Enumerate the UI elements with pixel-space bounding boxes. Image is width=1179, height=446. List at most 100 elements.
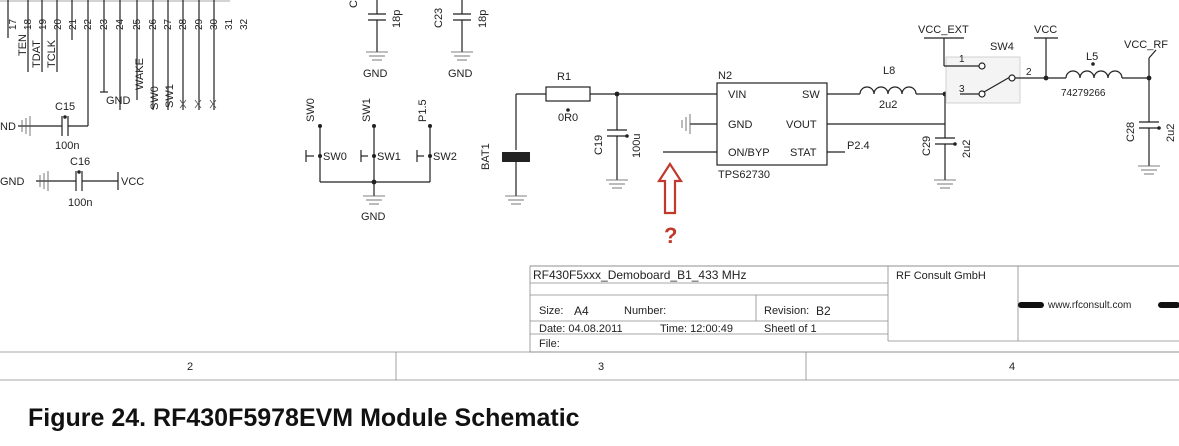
pin-number: 30 — [209, 18, 220, 30]
sw4-pin3: 3 — [959, 84, 965, 95]
pin-onbyp: ON/BYP — [728, 147, 770, 159]
part-number: TPS62730 — [718, 169, 770, 181]
net-label-tclk: TCLK — [46, 39, 58, 68]
c28-ref: C28 — [1125, 122, 1137, 142]
net-label-tdat: TDAT — [31, 40, 43, 68]
net-label-gnd: GND — [0, 176, 25, 188]
net-label-vcc-ext: VCC_EXT — [918, 24, 969, 36]
n2-ref: N2 — [718, 70, 732, 82]
sw4-pin1: 1 — [959, 54, 965, 65]
switch-net-label: P1.5 — [417, 99, 429, 122]
left-decoupling: C15 100n ND C16 100n GND VCC — [0, 101, 144, 209]
pin-number: 27 — [163, 18, 174, 30]
net-label-wake: WAKE — [134, 58, 146, 90]
website: www.rfconsult.com — [1047, 300, 1131, 311]
rf-supply-section: VCC_EXT SW4 1 3 2 VCC L5 74279266 VCC_RF… — [918, 24, 1177, 175]
l5-ref: L5 — [1086, 51, 1098, 63]
gnd-label: GND — [361, 211, 386, 223]
switch-name: SW2 — [433, 151, 457, 163]
c19-value: 100u — [631, 134, 643, 158]
column-strip: 2 3 4 — [0, 351, 1179, 381]
pin-vout: VOUT — [786, 119, 817, 131]
pin-number: 21 — [68, 18, 79, 30]
revision-label: Revision: — [764, 305, 809, 317]
pin-number: 23 — [99, 18, 110, 30]
pin-number: 18 — [23, 18, 34, 30]
net-label-sw0: SW0 — [149, 86, 161, 110]
net-label-gnd: GND — [106, 95, 131, 107]
column-number: 4 — [1009, 361, 1015, 373]
c23-ref: C23 — [433, 8, 445, 28]
company-name: RF Consult GmbH — [896, 270, 986, 282]
net-label-vcc-rf: VCC_RF — [1124, 39, 1168, 51]
switch-name: SW0 — [323, 151, 347, 163]
switch-name: SW1 — [377, 151, 401, 163]
r1-ref: R1 — [557, 71, 571, 83]
pin-number: 29 — [194, 18, 205, 30]
net-label-p24: P2.4 — [847, 140, 870, 152]
sheet-field: Sheetl of 1 — [764, 323, 817, 335]
pin-number: 32 — [239, 18, 250, 30]
logo-bar — [1018, 302, 1044, 308]
pin-gnd: GND — [728, 119, 753, 131]
c16-value: 100n — [68, 197, 92, 209]
file-field: File: — [539, 338, 560, 350]
question-annotation: ? — [656, 161, 684, 248]
pin-number: 25 — [132, 18, 143, 30]
sw4-pin2: 2 — [1026, 67, 1032, 78]
up-arrow-icon — [656, 161, 684, 215]
pin-number: 26 — [148, 18, 159, 30]
l8-value: 2u2 — [879, 99, 897, 111]
column-number: 2 — [187, 361, 193, 373]
revision-value: B2 — [816, 304, 831, 318]
c16-ref: C16 — [70, 156, 90, 168]
crystal-load-caps: C 18p C23 18p GND GND — [348, 0, 489, 80]
c-left-ref: C — [348, 0, 360, 8]
gnd-label: GND — [448, 68, 473, 80]
pin-number: 19 — [38, 18, 49, 30]
net-label-nd: ND — [0, 121, 16, 133]
c28-value: 2u2 — [1165, 124, 1177, 142]
pin-sw: SW — [802, 89, 820, 101]
figure-caption: Figure 24. RF430F5978EVM Module Schemati… — [28, 404, 580, 432]
net-label-ten: TEN — [17, 34, 29, 56]
date-field: Date: 04.08.2011 — [539, 323, 623, 335]
pin-stat: STAT — [790, 147, 817, 159]
logo-bar — [1158, 302, 1179, 308]
c23-value: 18p — [477, 10, 489, 28]
regulator-section: R1 0R0 BAT1 C19 100u N2 VIN GND ON/BYP S… — [480, 65, 973, 205]
net-label-vcc: VCC — [121, 176, 144, 188]
r1-value: 0R0 — [558, 112, 578, 124]
pin-number: 24 — [115, 18, 126, 30]
pin-number: 31 — [224, 18, 235, 30]
pin-number: 17 — [8, 18, 19, 30]
push-switches: SW0 SW1 P1.5 SW0 SW1 SW2 GND — [305, 98, 457, 223]
c15-value: 100n — [55, 140, 79, 152]
pin-number: 20 — [53, 18, 64, 30]
pin-number: 28 — [178, 18, 189, 30]
title-block: RF430F5xxx_Demoboard_B1_433 MHz RF Consu… — [529, 265, 1179, 353]
pin-vin: VIN — [728, 89, 746, 101]
column-number: 3 — [598, 361, 604, 373]
l8-ref: L8 — [883, 65, 895, 77]
c-left-value: 18p — [391, 10, 403, 28]
switch-net-label: SW1 — [361, 98, 373, 122]
sw4-label: SW4 — [990, 41, 1014, 53]
number-label: Number: — [624, 305, 666, 317]
switch-net-label: SW0 — [305, 98, 317, 122]
question-mark: ? — [664, 223, 677, 248]
size-value: A4 — [574, 304, 589, 318]
net-label-vcc: VCC — [1034, 24, 1057, 36]
net-label-sw1: SW1 — [164, 84, 176, 108]
time-field: Time: 12:00:49 — [660, 323, 733, 335]
l5-value: 74279266 — [1061, 88, 1106, 99]
c15-ref: C15 — [55, 101, 75, 113]
mcu-pin-header: 17 18 19 20 21 22 23 24 25 26 27 28 29 3… — [0, 0, 250, 120]
c29-value: 2u2 — [961, 140, 973, 158]
pin-number: 22 — [83, 18, 94, 30]
bat1-label: BAT1 — [480, 143, 492, 170]
size-label: Size: — [539, 305, 563, 317]
c29-ref: C29 — [921, 136, 933, 156]
sheet-title: RF430F5xxx_Demoboard_B1_433 MHz — [533, 268, 746, 282]
